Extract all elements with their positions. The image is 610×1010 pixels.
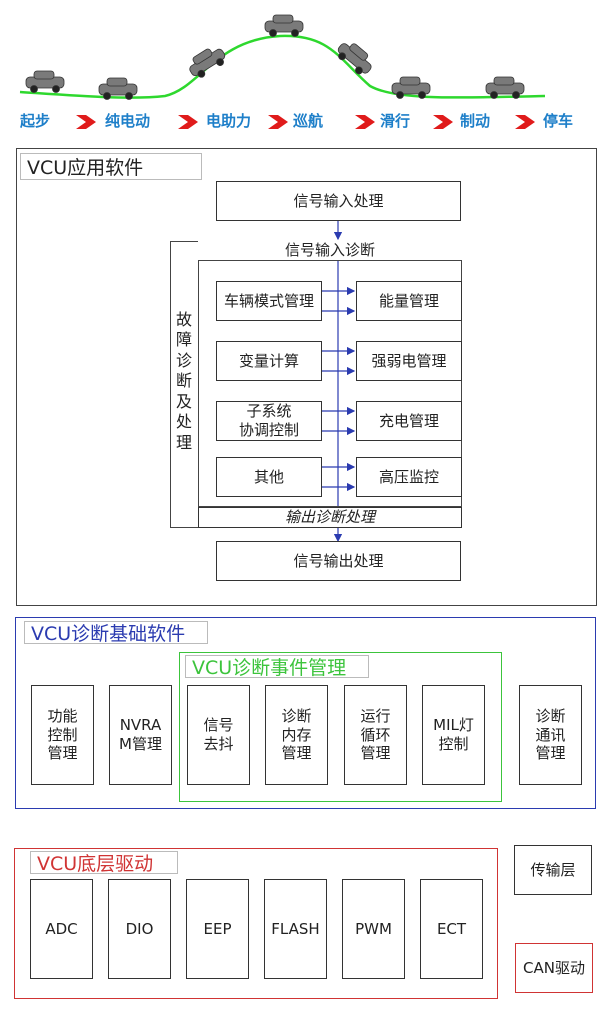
car-icon [391,76,431,99]
stage-label: 制动 [460,112,491,130]
fault-diagnosis-label: 故 障 诊 断 及 处 理 [175,310,192,452]
signal-input-processing: 信号输入处理 [216,181,461,221]
stage-label: 电助力 [206,112,252,130]
driving-cycle-strip: 起步 纯电动 电助力 巡航 滑行 制动 停车 [0,0,610,140]
car-icon [337,43,372,75]
vcu-driver-title: VCU底层驱动 [30,851,178,875]
car-icon [25,70,65,93]
vcu-app-title: VCU应用软件 [20,153,202,180]
energy-management: 能量管理 [356,281,462,321]
car-icon [189,48,226,78]
car-icon [485,76,525,99]
vehicle-mode-management: 车辆模式管理 [216,281,322,321]
chevron-right-icon [268,114,288,133]
stage-label: 停车 [543,112,574,130]
charging-management: 充电管理 [356,401,462,441]
chevron-right-icon [433,114,453,133]
vcu-driver-frame [14,848,498,999]
dio-driver: DIO [108,879,171,979]
signal-debounce: 信号 去抖 [187,685,250,785]
can-driver: CAN驱动 [515,943,593,993]
mil-lamp-control: MIL灯 控制 [422,685,485,785]
other-module: 其他 [216,457,322,497]
vcu-diag-frame [15,617,596,809]
car-icon [264,14,304,37]
pwm-driver: PWM [342,879,405,979]
diag-communication-management: 诊断 通讯 管理 [519,685,582,785]
flash-driver: FLASH [264,879,327,979]
stage-label: 纯电动 [105,112,151,130]
vcu-diag-event-title: VCU诊断事件管理 [185,655,369,679]
chevron-right-icon [178,114,198,133]
diag-memory-management: 诊断 内存 管理 [265,685,328,785]
chevron-right-icon [76,114,96,133]
high-voltage-monitoring: 高压监控 [356,457,462,497]
car-icon [98,77,138,100]
adc-driver: ADC [30,879,93,979]
operating-cycle-management: 运行 循环 管理 [344,685,407,785]
function-control-management: 功能 控制 管理 [31,685,94,785]
stage-label: 滑行 [380,112,411,130]
vcu-diag-event-frame [179,652,502,802]
transport-layer: 传输层 [514,845,592,895]
road-curve [19,14,546,100]
power-management: 强弱电管理 [356,341,462,381]
eep-driver: EEP [186,879,249,979]
variable-calculation: 变量计算 [216,341,322,381]
output-diagnosis-processing: 输出诊断处理 [198,507,462,528]
vcu-diag-title: VCU诊断基础软件 [24,621,208,645]
stage-label: 起步 [20,112,51,130]
chevron-right-icon [355,114,375,133]
vcu-app-frame [16,148,597,606]
signal-input-diagnosis: 信号输入诊断 [198,241,462,261]
stage-label: 巡航 [293,112,324,130]
chevron-right-icon [515,114,535,133]
ect-driver: ECT [420,879,483,979]
nvram-management: NVRA M管理 [109,685,172,785]
subsystem-coordination: 子系统 协调控制 [216,401,322,441]
signal-output-processing: 信号输出处理 [216,541,461,581]
inner-module-frame [198,261,462,507]
